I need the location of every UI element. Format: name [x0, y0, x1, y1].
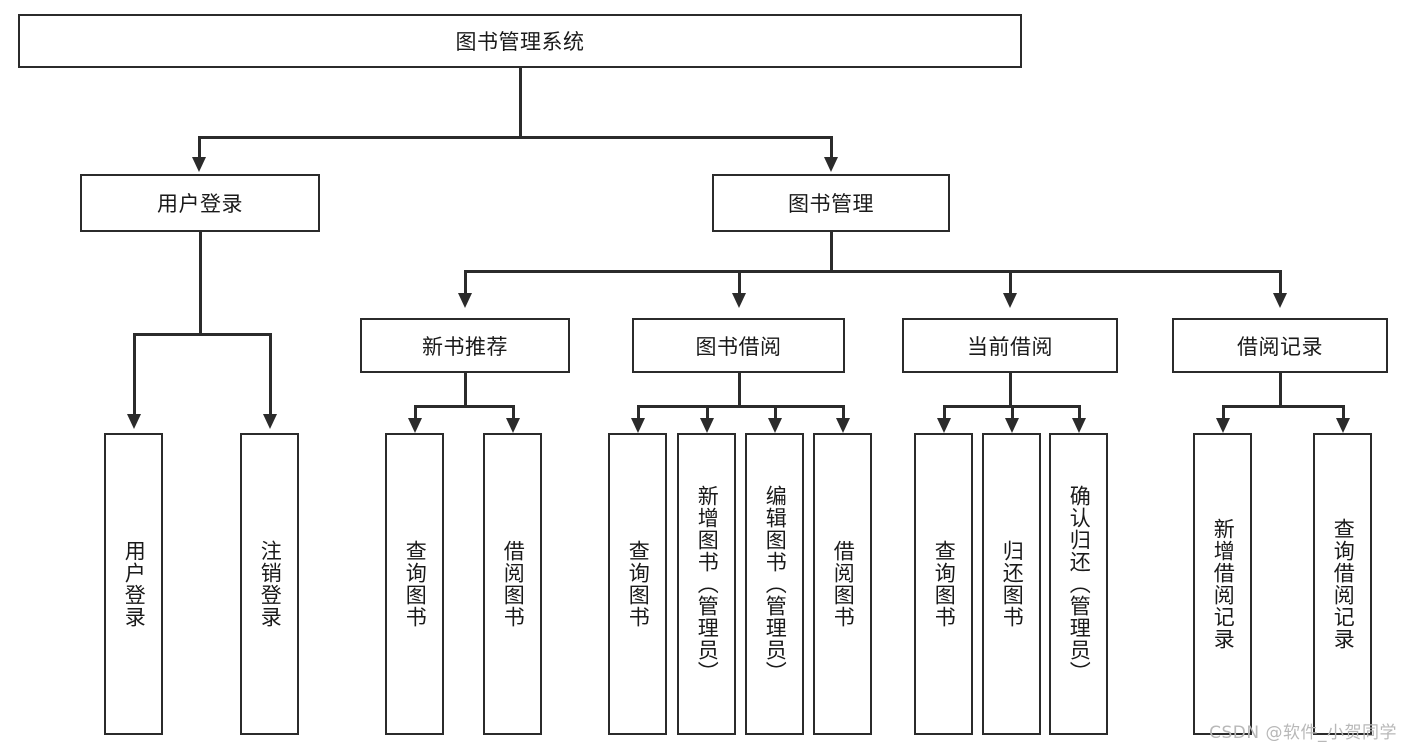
leaf-current-query-book[interactable]: 查询图书 [914, 433, 973, 735]
arrow-book-borrow-to-leaf3 [768, 418, 782, 433]
edge-book-manage-to-borrow [738, 270, 741, 295]
edge-user-login-bus [133, 333, 271, 336]
edge-root-stem [519, 68, 522, 138]
node-new-book-recommend-label: 新书推荐 [422, 334, 508, 359]
leaf-borrow-add-book-label: 新增图书（管理员） [695, 485, 720, 683]
leaf-current-return-book-label: 归还图书 [1000, 540, 1025, 628]
leaf-user-login-logout[interactable]: 注销登录 [240, 433, 299, 735]
edge-root-bus [198, 136, 832, 139]
arrow-book-manage-to-record [1273, 293, 1287, 308]
arrow-current-borrow-to-leaf3 [1072, 418, 1086, 433]
edge-current-borrow-to-leaf2 [1011, 405, 1014, 421]
edge-borrow-record-to-leaf2 [1342, 405, 1345, 421]
edge-user-login-to-leaf1 [133, 333, 136, 416]
edge-book-borrow-bus [637, 405, 843, 408]
leaf-borrow-edit-book[interactable]: 编辑图书（管理员） [745, 433, 804, 735]
arrow-recommend-to-leaf1 [408, 418, 422, 433]
node-book-borrow-label: 图书借阅 [695, 334, 782, 359]
leaf-record-query-record[interactable]: 查询借阅记录 [1313, 433, 1372, 735]
leaf-record-add-record-label: 新增借阅记录 [1211, 518, 1236, 650]
node-book-manage[interactable]: 图书管理 [712, 174, 950, 232]
edge-book-borrow-to-leaf4 [842, 405, 845, 421]
arrow-book-manage-to-current [1003, 293, 1017, 308]
leaf-user-login-login-label: 用户登录 [122, 540, 147, 628]
edge-book-manage-bus [464, 270, 1280, 273]
node-new-book-recommend[interactable]: 新书推荐 [360, 318, 570, 373]
edge-current-borrow-to-leaf1 [943, 405, 946, 421]
arrow-root-to-book-manage [824, 157, 838, 172]
node-book-manage-label: 图书管理 [788, 192, 874, 216]
edge-book-manage-to-current [1009, 270, 1012, 295]
arrow-book-manage-to-recommend [458, 293, 472, 308]
node-root-label: 图书管理系统 [455, 30, 585, 54]
edge-recommend-to-leaf1 [414, 405, 417, 421]
edge-borrow-record-bus [1222, 405, 1344, 408]
edge-book-borrow-to-leaf1 [637, 405, 640, 421]
leaf-user-login-logout-label: 注销登录 [258, 540, 283, 628]
leaf-recommend-borrow-book[interactable]: 借阅图书 [483, 433, 542, 735]
edge-book-manage-stem [830, 232, 833, 272]
leaf-recommend-borrow-book-label: 借阅图书 [501, 540, 526, 628]
edge-borrow-record-to-leaf1 [1222, 405, 1225, 421]
leaf-borrow-edit-book-label: 编辑图书（管理员） [763, 485, 788, 683]
edge-user-login-stem [199, 232, 202, 335]
edge-user-login-to-leaf2 [269, 333, 272, 416]
arrow-current-borrow-to-leaf1 [937, 418, 951, 433]
edge-current-borrow-stem [1009, 373, 1012, 407]
leaf-borrow-query-book-label: 查询图书 [626, 540, 651, 628]
edge-book-manage-to-recommend [464, 270, 467, 295]
arrow-borrow-record-to-leaf1 [1216, 418, 1230, 433]
edge-root-to-user-login [198, 136, 201, 159]
leaf-record-add-record[interactable]: 新增借阅记录 [1193, 433, 1252, 735]
node-user-login-label: 用户登录 [157, 192, 243, 216]
arrow-book-borrow-to-leaf4 [836, 418, 850, 433]
leaf-recommend-query-book[interactable]: 查询图书 [385, 433, 444, 735]
node-borrow-record-label: 借阅记录 [1237, 334, 1323, 359]
arrow-recommend-to-leaf2 [506, 418, 520, 433]
edge-recommend-stem [464, 373, 467, 407]
edge-book-borrow-to-leaf2 [706, 405, 709, 421]
leaf-borrow-add-book[interactable]: 新增图书（管理员） [677, 433, 736, 735]
edge-root-to-book-manage [830, 136, 833, 159]
leaf-current-confirm-return[interactable]: 确认归还（管理员） [1049, 433, 1108, 735]
edge-book-borrow-stem [738, 373, 741, 407]
edge-book-borrow-to-leaf3 [774, 405, 777, 421]
edge-recommend-bus [414, 405, 514, 408]
leaf-borrow-borrow-book-label: 借阅图书 [831, 540, 856, 628]
edge-borrow-record-stem [1279, 373, 1282, 407]
node-current-borrow-label: 当前借阅 [967, 334, 1053, 359]
arrow-book-borrow-to-leaf1 [631, 418, 645, 433]
node-root[interactable]: 图书管理系统 [18, 14, 1022, 68]
leaf-borrow-borrow-book[interactable]: 借阅图书 [813, 433, 872, 735]
arrow-book-manage-to-borrow [732, 293, 746, 308]
node-borrow-record[interactable]: 借阅记录 [1172, 318, 1388, 373]
node-user-login[interactable]: 用户登录 [80, 174, 320, 232]
edge-recommend-to-leaf2 [512, 405, 515, 421]
arrow-user-login-to-leaf2 [263, 414, 277, 429]
leaf-recommend-query-book-label: 查询图书 [403, 540, 428, 628]
arrow-root-to-user-login [192, 157, 206, 172]
node-book-borrow[interactable]: 图书借阅 [632, 318, 845, 373]
edge-current-borrow-to-leaf3 [1078, 405, 1081, 421]
arrow-user-login-to-leaf1 [127, 414, 141, 429]
watermark: CSDN @软件_小贺同学 [1209, 723, 1397, 743]
arrow-book-borrow-to-leaf2 [700, 418, 714, 433]
leaf-borrow-query-book[interactable]: 查询图书 [608, 433, 667, 735]
leaf-user-login-login[interactable]: 用户登录 [104, 433, 163, 735]
leaf-record-query-record-label: 查询借阅记录 [1331, 518, 1356, 650]
arrow-borrow-record-to-leaf2 [1336, 418, 1350, 433]
leaf-current-query-book-label: 查询图书 [932, 540, 957, 628]
leaf-current-confirm-return-label: 确认归还（管理员） [1067, 485, 1092, 683]
node-current-borrow[interactable]: 当前借阅 [902, 318, 1118, 373]
leaf-current-return-book[interactable]: 归还图书 [982, 433, 1041, 735]
arrow-current-borrow-to-leaf2 [1005, 418, 1019, 433]
edge-book-manage-to-record [1279, 270, 1282, 295]
